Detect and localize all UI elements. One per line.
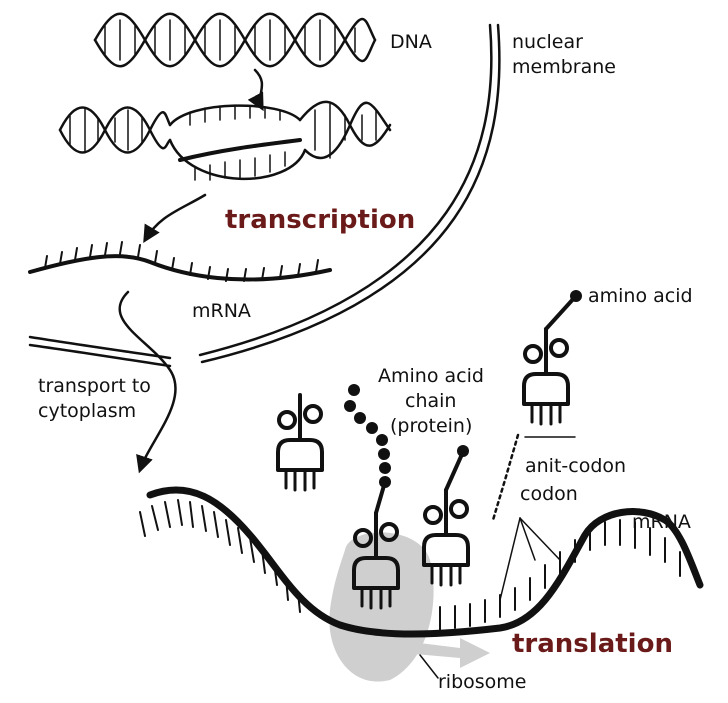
nuclear-membrane-label-line1: nuclear	[512, 31, 583, 53]
trna-3	[422, 488, 470, 587]
translation-label: translation	[512, 629, 673, 659]
dna-helix	[93, 12, 377, 68]
mrna-strand-bottom	[139, 486, 704, 638]
codon-label: codon	[520, 483, 578, 505]
chain-label-line1: Amino acid	[378, 365, 484, 387]
transport-label-line2: cytoplasm	[38, 400, 136, 422]
ribosome-arrow	[392, 638, 490, 668]
amino-acid-label: amino acid	[588, 285, 693, 307]
amino-acid-dot	[570, 290, 582, 302]
dna-label: DNA	[390, 31, 432, 53]
transport-label-line1: transport to	[38, 375, 151, 397]
mrna-bottom-label: mRNA	[632, 511, 691, 533]
chain-label-line3: (protein)	[390, 415, 472, 437]
nuclear-membrane	[28, 23, 501, 368]
trna-1	[276, 393, 324, 492]
mrna-strand-top	[28, 241, 332, 282]
trna-4	[522, 327, 570, 426]
dna-unwinding	[58, 100, 392, 181]
ribosome-label: ribosome	[438, 671, 527, 693]
transcription-label: transcription	[225, 205, 415, 235]
mrna-top-label: mRNA	[192, 300, 251, 322]
chain-label-line2: chain	[405, 390, 456, 412]
nuclear-membrane-label-line2: membrane	[512, 56, 616, 78]
amino-acid-chain	[344, 384, 391, 488]
anticodon-label: anit-codon	[525, 455, 626, 477]
